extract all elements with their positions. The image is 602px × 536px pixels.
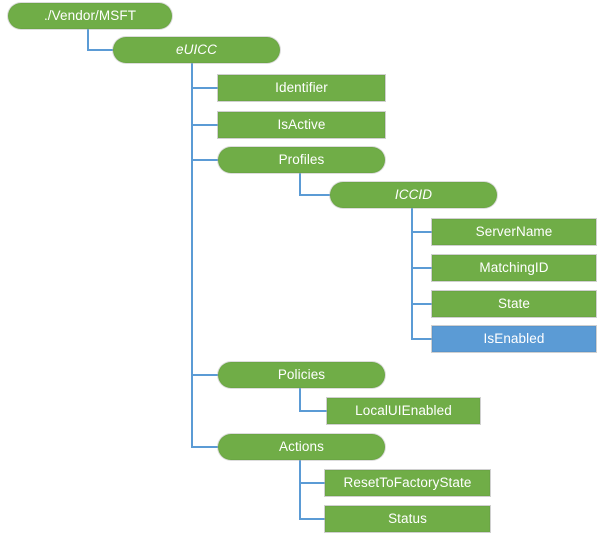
node-isenabled[interactable]: IsEnabled <box>432 326 596 352</box>
connector-policies-to-localuienabled <box>299 387 328 412</box>
node-servername[interactable]: ServerName <box>432 219 596 245</box>
connector-actions-to-resettofactorystate <box>299 459 326 484</box>
node-iccid[interactable]: ICCID <box>330 182 497 208</box>
connector-actions-to-status <box>299 459 326 520</box>
node-status[interactable]: Status <box>325 506 490 532</box>
node-matchingid[interactable]: MatchingID <box>432 255 596 281</box>
node-label-root: ./Vendor/MSFT <box>43 8 137 24</box>
node-actions[interactable]: Actions <box>218 434 385 460</box>
node-label-euicc: eUICC <box>175 42 217 58</box>
connector-euicc-to-isactive <box>191 62 219 126</box>
node-profiles[interactable]: Profiles <box>218 147 385 173</box>
node-policies[interactable]: Policies <box>218 362 385 388</box>
node-resettofactorystate[interactable]: ResetToFactoryState <box>325 470 490 496</box>
node-label-actions: Actions <box>279 439 324 455</box>
node-label-isactive: IsActive <box>277 117 326 133</box>
node-label-servername: ServerName <box>475 224 553 240</box>
connector-euicc-to-actions <box>191 62 219 448</box>
connector-euicc-to-profiles <box>191 62 219 161</box>
node-state[interactable]: State <box>432 291 596 317</box>
connector-euicc-to-policies <box>191 62 219 376</box>
connector-iccid-to-isenabled <box>411 207 433 340</box>
connector-root-to-euicc <box>87 28 114 51</box>
connector-euicc-to-identifier <box>191 62 219 89</box>
node-euicc[interactable]: eUICC <box>113 37 280 63</box>
node-label-localuienabled: LocalUIEnabled <box>355 403 452 419</box>
connector-iccid-to-matchingid <box>411 207 433 269</box>
connector-iccid-to-servername <box>411 207 433 233</box>
node-label-state: State <box>497 296 531 312</box>
node-label-policies: Policies <box>277 367 326 383</box>
node-label-isenabled: IsEnabled <box>483 331 545 347</box>
node-label-status: Status <box>388 511 427 527</box>
node-label-resettofactorystate: ResetToFactoryState <box>343 475 472 491</box>
connector-profiles-to-iccid <box>299 172 331 196</box>
node-label-matchingid: MatchingID <box>479 260 549 276</box>
node-localuienabled[interactable]: LocalUIEnabled <box>327 398 480 424</box>
node-label-identifier: Identifier <box>275 80 328 96</box>
node-isactive[interactable]: IsActive <box>218 112 385 138</box>
node-label-profiles: Profiles <box>278 152 325 168</box>
node-label-iccid: ICCID <box>394 187 433 203</box>
connector-iccid-to-state <box>411 207 433 305</box>
node-root[interactable]: ./Vendor/MSFT <box>8 3 172 29</box>
node-identifier[interactable]: Identifier <box>218 75 385 101</box>
